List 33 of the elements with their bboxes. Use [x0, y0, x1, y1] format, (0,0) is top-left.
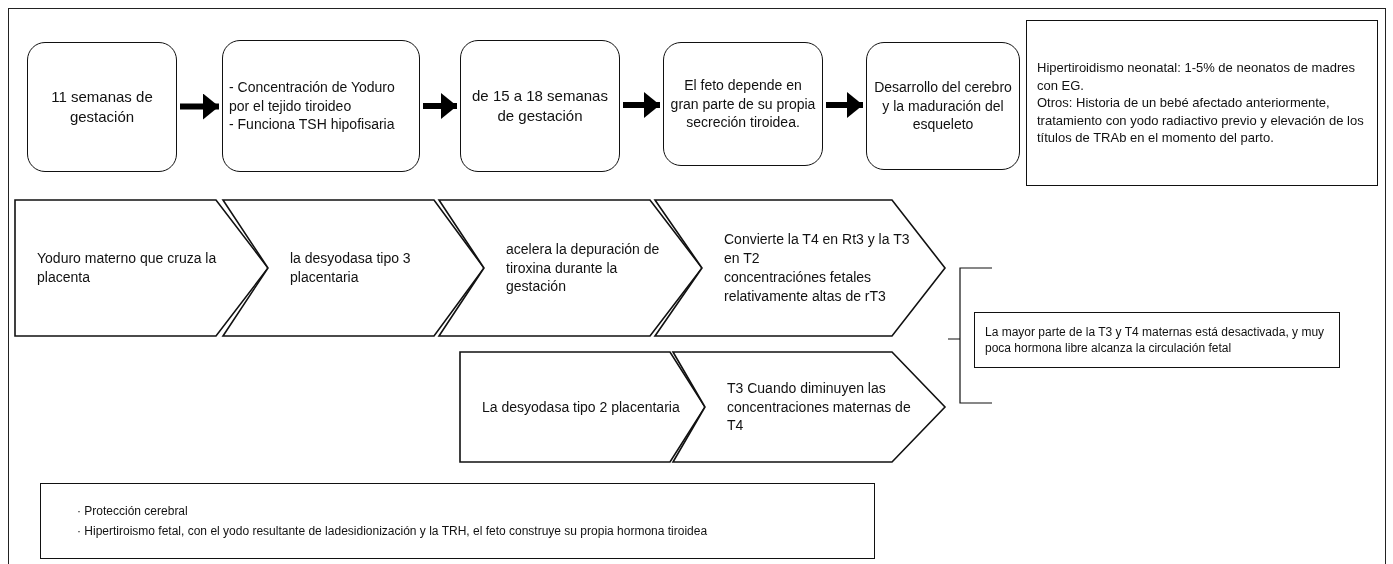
box-text: T3 Cuando diminuyen las concentraciones maternas de T4 — [727, 378, 912, 436]
box-text: la desyodasa tipo 3 placentaria — [290, 249, 412, 287]
box-text: - Funciona TSH hipofisaria — [229, 115, 396, 135]
note-box — [40, 483, 875, 559]
box-text: Hipertiroidismo neonatal: 1-5% de neonatos de madres con EG. — [1037, 59, 1356, 95]
process-box — [460, 40, 620, 172]
arrow — [180, 93, 219, 120]
box-text: · Hipertiroismo fetal, con el yodo resultante de ladesidionización y la TRH, el feto construye su propia hormona tiroidea — [77, 523, 709, 540]
box-text: 11 semanas de gestación — [50, 86, 154, 127]
box-text: La desyodasa tipo 2 placentaria — [482, 397, 681, 417]
box-text: concentraciónes fetales relativamente altas de rT3 — [724, 268, 887, 306]
arrow — [826, 92, 863, 118]
note-box — [1026, 20, 1378, 186]
box-text: Yoduro materno que cruza la placenta — [37, 249, 218, 287]
note-box — [974, 312, 1340, 368]
box-text: de 15 a 18 semanas de gestación — [471, 85, 609, 126]
chevron-step — [15, 200, 268, 336]
arrow — [423, 93, 457, 119]
chevron-step — [439, 200, 702, 336]
box-text: acelera la depuración de tiroxina durante la gestación — [506, 239, 661, 297]
box-text: El feto depende en gran parte de su propia secreción tiroidea. — [670, 75, 816, 133]
box-text: Otros: Historia de un bebé afectado anteriormente, tratamiento con yodo radiactivo previo y elevación de los títulos de TRAb en el momento del parto. — [1037, 94, 1365, 147]
chevron-step — [460, 352, 705, 462]
box-text: Desarrollo del cerebro y la maduración del esqueleto — [873, 77, 1013, 135]
box-text: · Protección cerebral — [77, 502, 189, 519]
process-box — [222, 40, 420, 172]
chevron-step — [223, 200, 484, 336]
process-box — [663, 42, 823, 166]
box-text: La mayor parte de la T3 y T4 maternas está desactivada, y muy poca hormona libre alcanza la circulación fetal — [985, 323, 1326, 357]
process-box — [866, 42, 1020, 170]
process-box — [27, 42, 177, 172]
box-text: - Concentración de Yoduro por el tejido tiroideo — [229, 77, 396, 116]
arrow — [623, 92, 660, 118]
